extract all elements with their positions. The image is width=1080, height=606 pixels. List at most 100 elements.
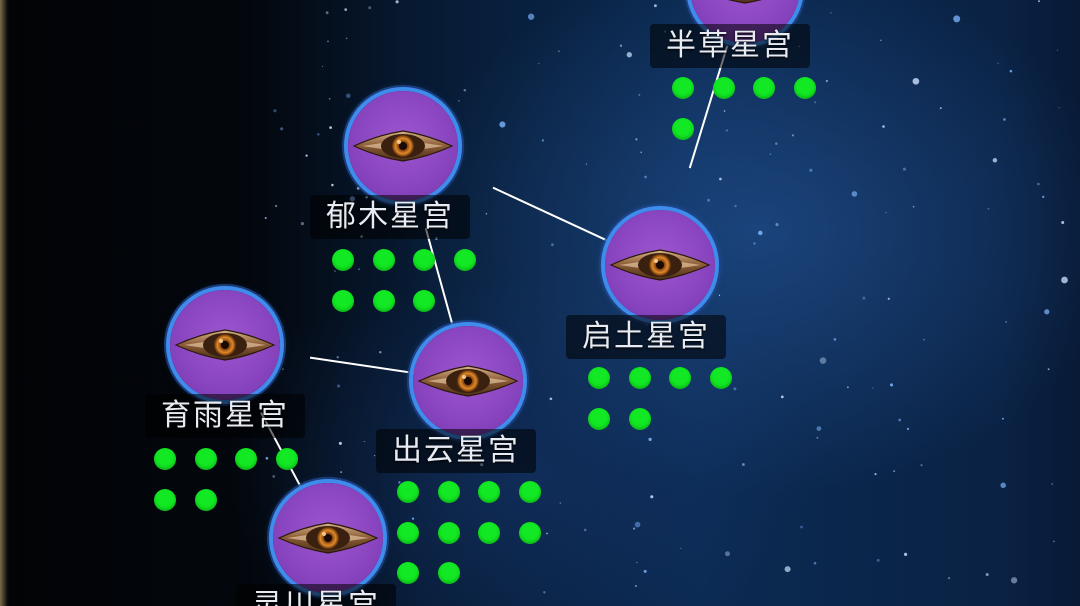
progress-dot-qitu xyxy=(628,407,651,430)
star-particle xyxy=(1044,309,1050,315)
progress-dot-chuyun xyxy=(518,521,541,544)
star-particle xyxy=(331,183,334,187)
star-particle xyxy=(337,384,341,388)
star-particle xyxy=(912,205,915,208)
progress-dot-qitu xyxy=(669,367,691,389)
star-particle xyxy=(992,158,998,163)
progress-dot-chuyun xyxy=(478,521,500,544)
star-particle xyxy=(1047,368,1050,371)
star-palace-node-yumu[interactable] xyxy=(348,91,458,201)
progress-dot-banzao xyxy=(672,117,694,140)
star-particle xyxy=(872,387,874,389)
star-particle xyxy=(816,436,819,439)
star-palace-node-lingchuan[interactable] xyxy=(273,483,383,593)
star-particle xyxy=(329,126,332,129)
progress-dot-banzao xyxy=(793,77,816,99)
star-particle xyxy=(1058,107,1060,109)
star-particle xyxy=(876,558,880,562)
star-particle xyxy=(846,386,849,389)
star-particle xyxy=(939,107,942,110)
star-particle xyxy=(851,191,858,197)
progress-dot-yuyu xyxy=(275,448,298,470)
star-particle xyxy=(769,153,772,155)
star-particle xyxy=(363,440,365,443)
star-particle xyxy=(328,98,331,100)
star-particle xyxy=(902,167,906,171)
star-particle xyxy=(327,40,329,43)
star-palace-node-qitu[interactable] xyxy=(605,210,715,320)
star-particle xyxy=(775,223,779,227)
star-particle xyxy=(889,383,894,387)
star-particle xyxy=(650,495,654,499)
star-particle xyxy=(265,456,269,460)
window-frame-edge xyxy=(0,0,10,606)
star-particle xyxy=(879,39,882,42)
star-particle xyxy=(282,368,284,370)
eye-emblem-icon xyxy=(277,522,379,554)
progress-dot-chuyun xyxy=(397,481,419,503)
star-particle xyxy=(527,13,535,20)
star-particle xyxy=(336,356,339,359)
eye-emblem-icon xyxy=(609,249,711,281)
star-particle xyxy=(549,397,553,401)
star-particle xyxy=(813,101,817,104)
star-particle xyxy=(340,471,343,474)
star-particle xyxy=(273,109,277,113)
star-palace-node-chuyun[interactable] xyxy=(413,326,523,436)
star-particle xyxy=(448,178,450,181)
star-particle xyxy=(953,15,961,23)
star-particle xyxy=(334,270,336,272)
star-palace-label-yumu: 郁木星宫 xyxy=(310,195,470,239)
star-palace-node-yuyu[interactable] xyxy=(170,290,280,400)
star-particle xyxy=(499,121,506,128)
star-palace-label-chuyun: 出云星宫 xyxy=(376,429,536,473)
star-particle xyxy=(680,547,682,549)
progress-dot-yumu xyxy=(453,249,476,271)
star-particle xyxy=(809,168,813,172)
star-particle xyxy=(369,494,371,496)
star-particle xyxy=(862,296,866,300)
star-particle xyxy=(619,44,623,47)
star-particle xyxy=(633,527,636,530)
progress-dot-yuyu xyxy=(154,488,176,511)
star-particle xyxy=(780,395,784,399)
progress-dot-yuyu xyxy=(194,488,217,511)
star-particle xyxy=(725,129,729,132)
progress-dot-banzao xyxy=(712,77,735,99)
star-particle xyxy=(887,297,890,300)
star-particle xyxy=(920,463,923,467)
star-particle xyxy=(758,230,763,236)
star-particle xyxy=(784,566,791,573)
star-particle xyxy=(906,427,910,431)
progress-dot-yuyu xyxy=(194,448,217,470)
star-particle xyxy=(733,387,737,391)
progress-dot-yumu xyxy=(413,289,435,312)
star-particle xyxy=(546,532,548,535)
star-particle xyxy=(775,142,778,145)
progress-dot-yumu xyxy=(372,249,395,271)
star-particle xyxy=(640,151,643,154)
star-particle xyxy=(723,110,726,112)
star-particle xyxy=(634,584,637,588)
star-particle xyxy=(644,175,647,179)
star-particle xyxy=(626,52,632,58)
star-particle xyxy=(1001,417,1004,420)
star-particle xyxy=(1061,276,1068,284)
star-particle xyxy=(882,125,885,128)
star-particle xyxy=(635,138,638,141)
progress-dot-chuyun xyxy=(397,521,419,544)
star-particle xyxy=(923,339,925,341)
star-particle xyxy=(1053,540,1055,543)
star-particle xyxy=(458,100,460,102)
progress-dot-qitu xyxy=(588,407,610,430)
star-particle xyxy=(463,88,467,92)
eye-emblem-icon xyxy=(727,0,763,4)
progress-dot-yumu xyxy=(332,289,354,312)
star-particle xyxy=(1061,220,1065,225)
star-particle xyxy=(558,50,560,52)
progress-dot-chuyun xyxy=(437,562,460,584)
star-particle xyxy=(1000,482,1006,489)
star-particle xyxy=(368,6,372,10)
star-particle xyxy=(1009,69,1013,73)
